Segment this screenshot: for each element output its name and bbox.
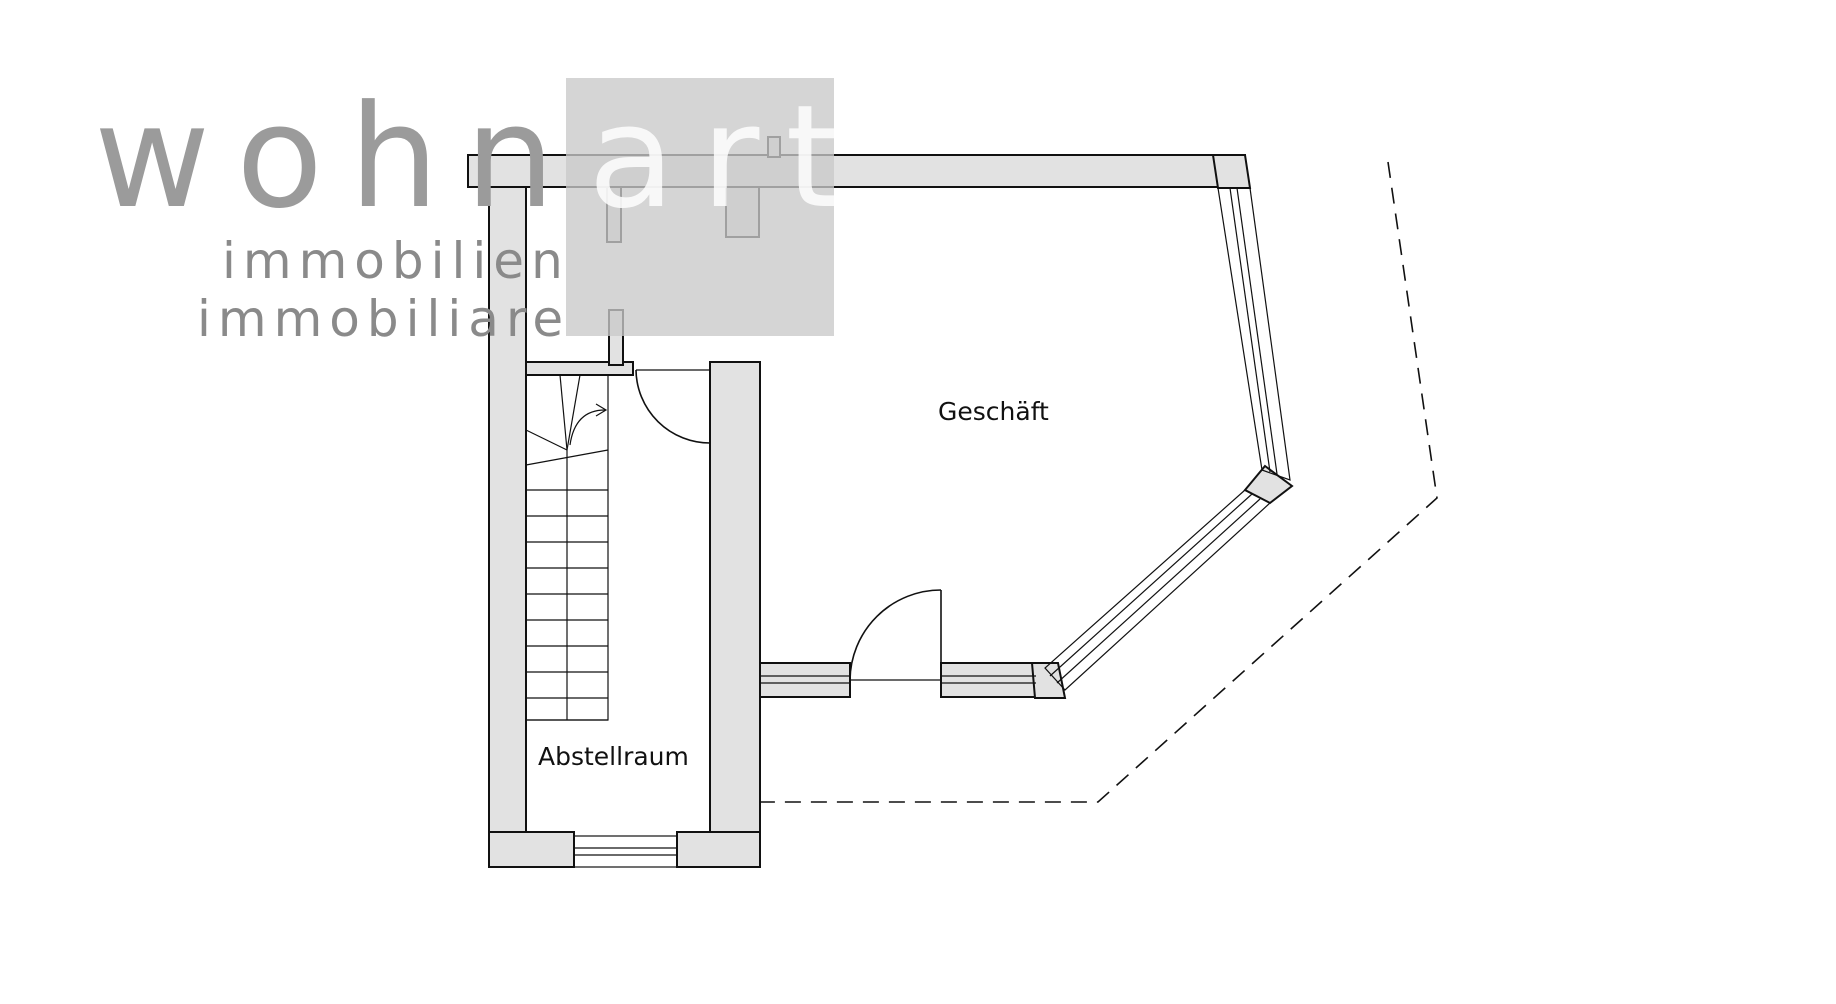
logo-line-immobiliare: immobiliare (197, 290, 570, 348)
window-storage (573, 835, 678, 868)
logo-text-wohn: wohn (94, 75, 581, 240)
corner-bay-left (1030, 662, 1067, 699)
terrace-outline (760, 161, 1438, 803)
bottom-wall-right (676, 831, 761, 868)
corner-bay-right (1243, 464, 1294, 505)
left-wall (488, 186, 527, 868)
door-stairwell-swing (635, 369, 711, 444)
corner-top-right (1211, 154, 1252, 189)
logo-line-immobilien: immobilien (222, 232, 570, 290)
window-right (1217, 187, 1291, 481)
room-label-storage: Abstellraum (538, 742, 689, 771)
front-wall-right (940, 662, 1037, 698)
staircase (525, 374, 609, 721)
front-wall-left (759, 662, 851, 698)
windows (573, 187, 1291, 868)
bottom-wall-left (488, 831, 575, 868)
logo-text-art: art (588, 75, 867, 240)
room-label-shop: Geschäft (938, 397, 1049, 426)
storage-right-wall (709, 361, 761, 868)
doors (635, 369, 942, 681)
logo-watermark: wohn art immobilien immobiliare (94, 75, 867, 348)
window-bay (1044, 489, 1272, 691)
door-entrance-swing (849, 589, 942, 681)
logo-box (566, 78, 834, 336)
